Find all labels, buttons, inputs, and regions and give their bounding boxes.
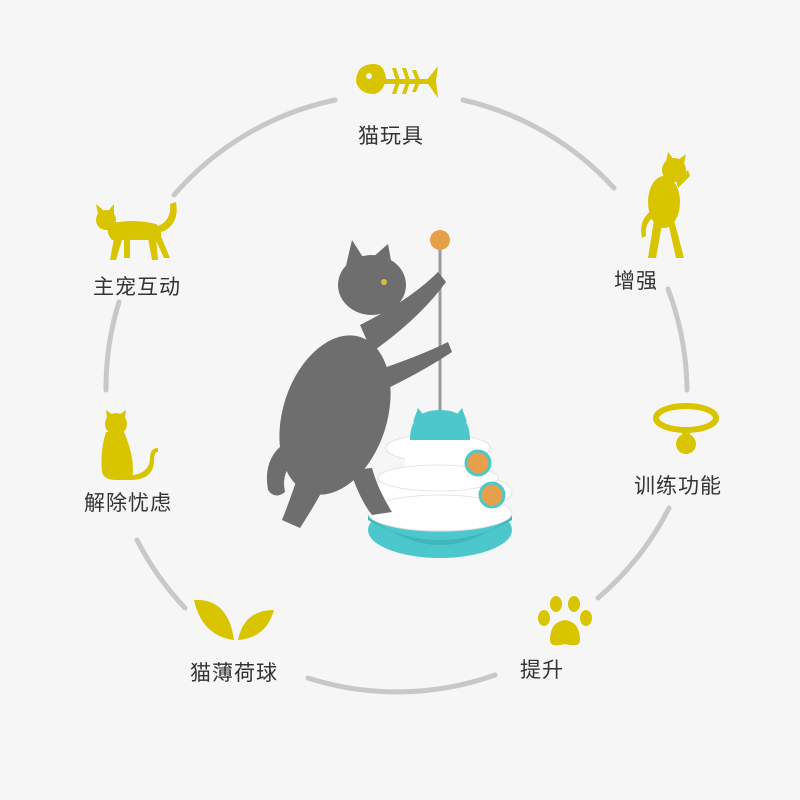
walking-cat-icon xyxy=(96,202,177,260)
paw-icon xyxy=(538,596,592,646)
grey-cat xyxy=(266,240,452,528)
collar-icon xyxy=(653,403,719,454)
sitting-cat-icon xyxy=(101,410,158,480)
feature-label: 猫薄荷球 xyxy=(190,661,278,685)
feature-label: 提升 xyxy=(520,658,564,682)
ring-arcs xyxy=(103,97,690,695)
standing-cat-icon xyxy=(641,152,690,258)
tower-toy xyxy=(367,230,513,558)
feature-label: 训练功能 xyxy=(634,474,722,498)
leaf-icon xyxy=(194,599,274,640)
feature-label: 增强 xyxy=(614,269,658,293)
fish-bone-icon xyxy=(356,64,438,98)
feature-label: 解除忧虑 xyxy=(84,491,172,515)
feature-label: 猫玩具 xyxy=(358,124,424,148)
feature-label: 主宠互动 xyxy=(93,275,181,299)
